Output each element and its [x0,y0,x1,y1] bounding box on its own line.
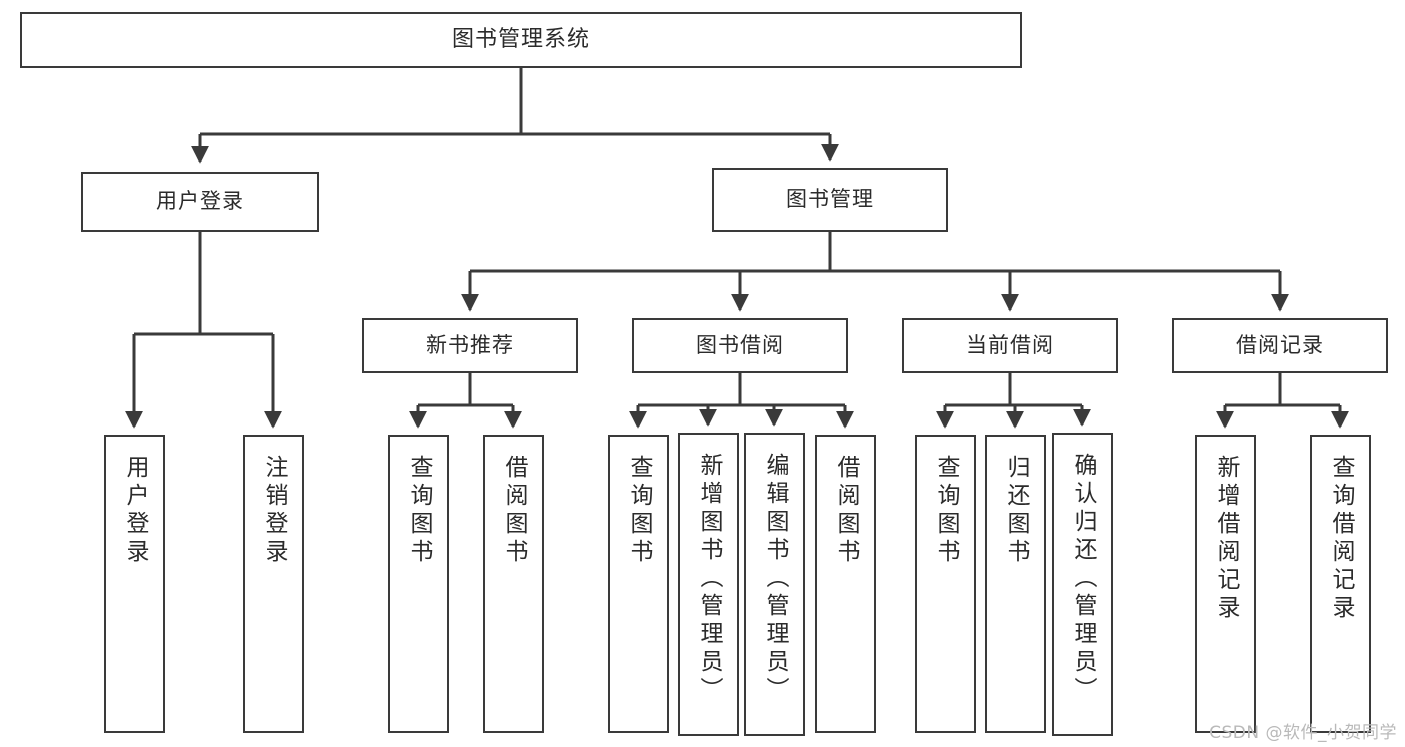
node-root-label: 图书管理系统 [451,26,590,52]
leaf-user-login-label: 用户登录 [122,455,148,567]
leaf-edit-book-admin[interactable]: 编辑图书（管理员） [744,433,805,736]
node-book-borrow[interactable]: 图书借阅 [632,318,848,373]
leaf-confirm-return-admin[interactable]: 确认归还（管理员） [1052,433,1113,736]
node-new-book-recommend[interactable]: 新书推荐 [362,318,578,373]
watermark: CSDN @软件_小贺同学 [1209,723,1397,743]
leaf-add-book-admin-label: 新增图书（管理员） [696,453,722,705]
leaf-user-login[interactable]: 用户登录 [104,435,165,733]
leaf-query-book-borrow-label: 查询图书 [626,455,652,567]
leaf-borrow-book-recommend-label: 借阅图书 [501,455,527,567]
node-borrow-record[interactable]: 借阅记录 [1172,318,1388,373]
leaf-add-borrow-record[interactable]: 新增借阅记录 [1195,435,1256,733]
leaf-user-logout[interactable]: 注销登录 [243,435,304,733]
leaf-borrow-book-label: 借阅图书 [833,455,859,567]
node-current-borrow[interactable]: 当前借阅 [902,318,1118,373]
leaf-user-logout-label: 注销登录 [261,455,287,567]
leaf-add-book-admin[interactable]: 新增图书（管理员） [678,433,739,736]
leaf-query-borrow-record[interactable]: 查询借阅记录 [1310,435,1371,733]
leaf-return-book-label: 归还图书 [1003,455,1029,567]
leaf-confirm-return-admin-label: 确认归还（管理员） [1070,453,1096,705]
leaf-borrow-book[interactable]: 借阅图书 [815,435,876,733]
leaf-add-borrow-record-label: 新增借阅记录 [1213,455,1239,623]
node-user-login[interactable]: 用户登录 [81,172,319,232]
leaf-query-book-recommend-label: 查询图书 [406,455,432,567]
node-current-borrow-label: 当前借阅 [966,332,1054,357]
node-book-borrow-label: 图书借阅 [696,332,784,357]
leaf-edit-book-admin-label: 编辑图书（管理员） [762,453,788,705]
leaf-query-borrow-record-label: 查询借阅记录 [1328,455,1354,623]
node-root[interactable]: 图书管理系统 [20,12,1022,68]
leaf-borrow-book-recommend[interactable]: 借阅图书 [483,435,544,733]
leaf-query-book-current-label: 查询图书 [933,455,959,567]
node-new-book-recommend-label: 新书推荐 [426,332,514,357]
leaf-query-book-current[interactable]: 查询图书 [915,435,976,733]
node-book-management[interactable]: 图书管理 [712,168,948,232]
leaf-return-book[interactable]: 归还图书 [985,435,1046,733]
node-book-management-label: 图书管理 [786,187,874,212]
node-user-login-label: 用户登录 [156,189,244,214]
leaf-query-book-borrow[interactable]: 查询图书 [608,435,669,733]
node-borrow-record-label: 借阅记录 [1236,332,1324,357]
leaf-query-book-recommend[interactable]: 查询图书 [388,435,449,733]
